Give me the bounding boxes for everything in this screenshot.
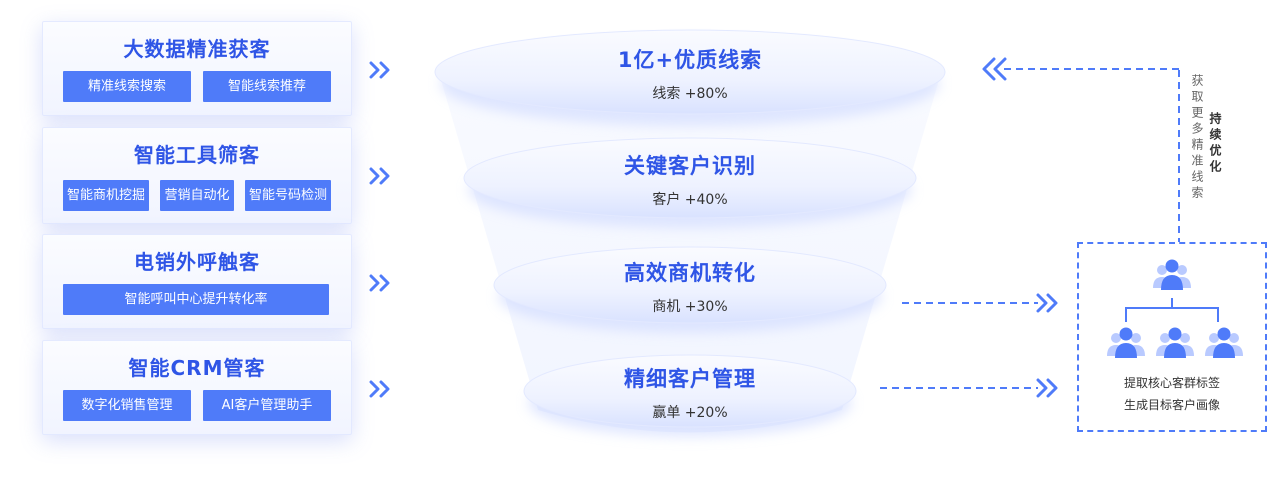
funnel-graphic [434,29,946,437]
stage-card-1: 大数据精准获客 精准线索搜索 智能线索推荐 [42,21,352,116]
stage-card-4: 智能CRM管客 数字化销售管理 AI客户管理助手 [42,340,352,435]
customer-profile-box: 提取核心客群标签 生成目标客户画像 [1077,242,1267,432]
stage-button[interactable]: 智能呼叫中心提升转化率 [63,284,329,315]
chevron-double-right-icon [369,274,390,292]
stage-title: 智能CRM管客 [128,356,266,380]
funnel-level-3: 高效商机转化 商机 +30% [460,257,920,316]
funnel-level-title: 精细客户管理 [624,367,756,391]
stage-button[interactable]: 数字化销售管理 [63,390,191,421]
stage-title: 智能工具筛客 [134,143,260,167]
chevron-double-right-icon [369,61,390,79]
feedback-text-left: 获取更多精准线索 [1190,74,1204,202]
funnel-level-sub: 客户 +40% [652,192,728,208]
chevron-double-right-icon [369,167,390,185]
funnel-level-title: 高效商机转化 [624,261,756,285]
stage-button[interactable]: 营销自动化 [160,180,234,211]
stage-button[interactable]: 智能商机挖掘 [63,180,149,211]
output-arrow [880,378,1058,398]
feedback-text-right: 持续优化 [1208,112,1222,176]
stage-button[interactable]: 智能号码检测 [245,180,331,211]
stage-button[interactable]: AI客户管理助手 [203,390,331,421]
stage-title: 电销外呼触客 [134,250,260,274]
funnel-level-title: 1亿+优质线索 [617,48,763,72]
chevron-double-right-icon [369,380,390,398]
stage-card-2: 智能工具筛客 智能商机挖掘 营销自动化 智能号码检测 [42,127,352,224]
funnel-level-sub: 赢单 +20% [652,405,728,421]
user-group-icon [1107,259,1243,358]
stage-title: 大数据精准获客 [123,37,271,61]
feedback-line [1178,70,1180,242]
funnel-level-title: 关键客户识别 [624,154,756,178]
stage-card-3: 电销外呼触客 智能呼叫中心提升转化率 [42,234,352,329]
stage-button[interactable]: 智能线索推荐 [203,71,331,102]
profile-line-1: 提取核心客群标签 [1123,376,1220,390]
funnel-level-1: 1亿+优质线索 线索 +80% [460,44,920,103]
profile-line-2: 生成目标客户画像 [1123,398,1220,412]
funnel-level-2: 关键客户识别 客户 +40% [460,150,920,209]
feedback-arrow [982,57,1180,81]
funnel-level-sub: 线索 +80% [652,86,728,102]
funnel-level-sub: 商机 +30% [652,299,728,315]
stage-button[interactable]: 精准线索搜索 [63,71,191,102]
funnel-level-4: 精细客户管理 赢单 +20% [460,363,920,422]
output-arrow [902,293,1058,313]
